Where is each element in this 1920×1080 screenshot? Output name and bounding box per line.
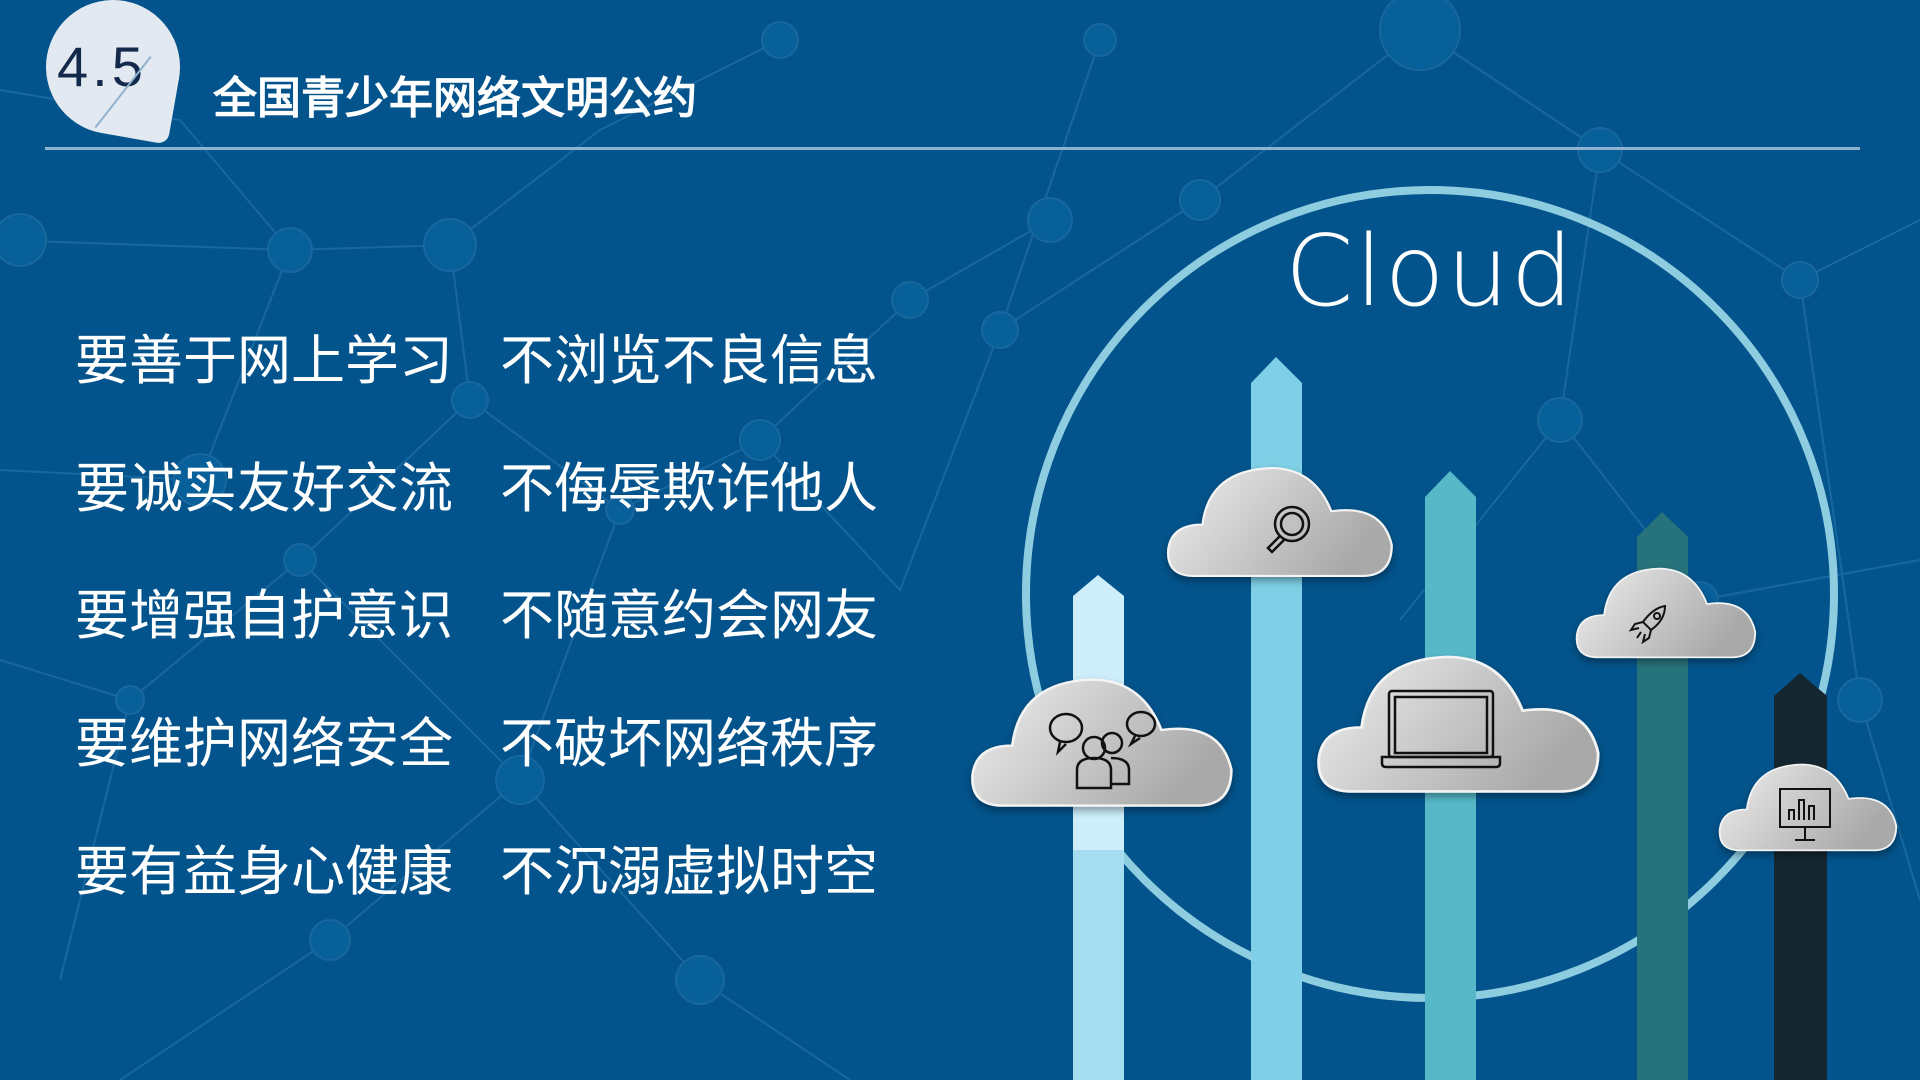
- cloud-chart: [1718, 763, 1898, 852]
- arrow-5: [1774, 673, 1827, 1080]
- pledge-row: 要善于网上学习不浏览不良信息: [75, 316, 878, 395]
- pledge-row: 要诚实友好交流不侮辱欺诈他人: [75, 444, 878, 523]
- rocket-icon: [1628, 604, 1667, 645]
- pledge-dont: 不浏览不良信息: [500, 329, 878, 392]
- pledge-row: 要有益身心健康不沉溺虚拟时空: [75, 827, 878, 906]
- pledge-do: 要有益身心健康: [75, 840, 453, 903]
- header-divider: [45, 147, 1860, 150]
- pledge-do: 要维护网络安全: [75, 712, 453, 775]
- pledge-do: 要善于网上学习: [75, 329, 453, 392]
- pledge-row: 要增强自护意识不随意约会网友: [75, 571, 878, 650]
- pledge-dont: 不侮辱欺诈他人: [500, 457, 878, 520]
- pledge-do: 要增强自护意识: [75, 584, 453, 647]
- cloud-rocket: [1575, 567, 1757, 659]
- pledge-dont: 不沉溺虚拟时空: [500, 840, 878, 903]
- pledge-row: 要维护网络安全不破坏网络秩序: [75, 699, 878, 778]
- page-title: 全国青少年网络文明公约: [213, 73, 697, 124]
- search-icon: [1266, 505, 1311, 554]
- pledge-do: 要诚实友好交流: [75, 457, 453, 520]
- chart-monitor-icon: [1779, 788, 1831, 841]
- pledge-dont: 不破坏网络秩序: [500, 712, 878, 775]
- cloud-laptop: [1317, 655, 1600, 793]
- laptop-icon: [1380, 689, 1502, 769]
- people-chat-icon: [1048, 710, 1157, 790]
- pledge-dont: 不随意约会网友: [500, 584, 878, 647]
- arrow-2: [1251, 357, 1302, 1080]
- cloud-label: Cloud: [1285, 215, 1575, 329]
- section-number: 4.5: [57, 35, 147, 98]
